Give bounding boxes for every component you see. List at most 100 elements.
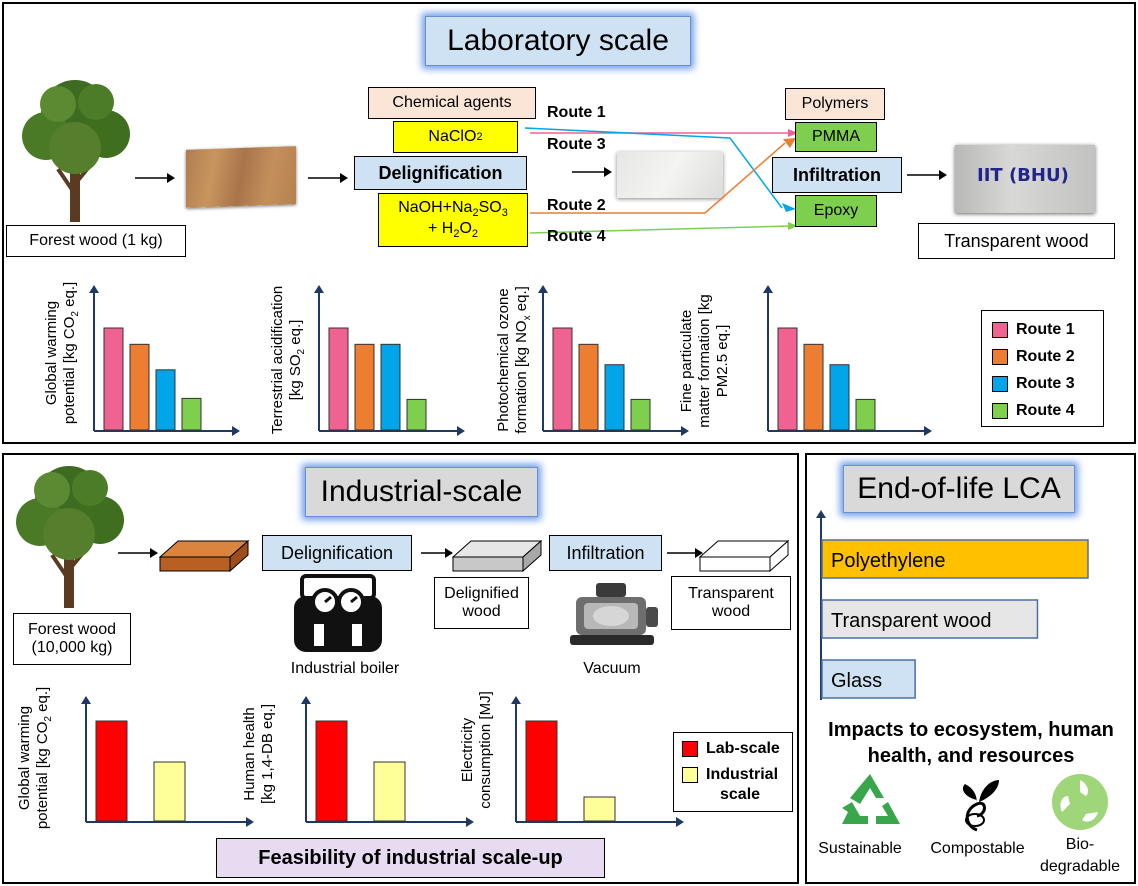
industrial-chart-3-plot	[511, 696, 684, 827]
y-axis-arrow	[301, 696, 311, 704]
y-axis-arrow	[816, 510, 826, 518]
arrow-icon	[118, 548, 158, 558]
arrow-icon	[907, 170, 947, 180]
bar-route-1	[103, 327, 124, 431]
y-axis-arrow	[314, 285, 324, 293]
wood-slab-icon	[158, 539, 250, 573]
delignified-sample-image	[617, 152, 723, 198]
sprout-icon	[962, 780, 999, 832]
legend-label: Lab-scale	[706, 740, 780, 757]
bar-route-4	[406, 398, 427, 431]
legend-swatch	[992, 321, 1008, 338]
bar-route-1	[328, 327, 349, 431]
industrial-transparent-wood-label: Transparent wood	[671, 576, 791, 630]
industrial-chart-3-ylabel: Electricity consumption [MJ]	[459, 691, 494, 809]
lab-chart-1-plot	[89, 285, 240, 436]
bar-polyethylene	[821, 539, 1089, 579]
lab-infiltration-box: Infiltration	[772, 157, 902, 193]
legend-label: Route 1	[1016, 320, 1075, 338]
lab-chart-1-ylabel: Global warming potential [kg CO2 eq.]	[43, 281, 81, 425]
bar-route-3	[604, 364, 625, 431]
y-axis-arrow	[81, 696, 91, 704]
arrow-icon	[667, 548, 703, 558]
legend-item-route-4: Route 4	[992, 397, 1103, 424]
bar-route-2	[803, 343, 824, 431]
bar-route-4	[181, 397, 202, 431]
lab-chart-4-plot	[763, 285, 932, 436]
legend-item-route-1: Route 1	[992, 316, 1103, 343]
polymers-box: Polymers	[785, 88, 885, 120]
bar-route-1	[777, 327, 798, 431]
arrow-icon	[572, 167, 612, 177]
delignified-wood-label: Delignified wood	[434, 577, 529, 629]
industrial-chart-3: Electricity consumption [MJ]	[459, 676, 684, 841]
industrial-chart-2: Human health [kg 1,4-DB eq.]	[241, 676, 474, 841]
bar-route-4	[855, 398, 876, 431]
legend-swatch	[992, 402, 1008, 419]
industrial-chart-1-ylabel: Global warming potential [kg CO2 eq.]	[16, 686, 54, 830]
y-axis-arrow	[511, 696, 521, 704]
x-axis-arrow	[457, 426, 465, 436]
lab-chart-3: Photochemical ozone formation [kg NOx eq…	[495, 270, 697, 436]
bar-industrial-scale	[153, 761, 186, 822]
chemical-agents-box: Chemical agents	[368, 87, 536, 119]
bar-lab-scale	[525, 720, 558, 822]
impacts-text: Impacts to ecosystem, human health, and …	[828, 719, 1114, 767]
compostable-label: Compostable	[930, 840, 1025, 857]
industrial-chart-2-plot	[301, 696, 474, 827]
route4-label: Route 4	[547, 228, 606, 245]
bar-transparent-wood	[821, 599, 1039, 639]
bar-glass	[821, 659, 916, 699]
industrial-boiler-icon	[294, 574, 382, 652]
lab-delignification-box: Delignification	[354, 156, 527, 190]
legend-item-lab-scale: Lab-scale	[682, 739, 792, 765]
bar-label: Polyethylene	[831, 550, 946, 572]
legend-swatch	[682, 741, 698, 757]
recycle-icon	[842, 774, 900, 824]
sample-text: IIT (BHU)	[977, 165, 1069, 186]
legend-label: Route 3	[1016, 374, 1075, 392]
lab-legend: Route 1 Route 2 Route 3 Route 4	[981, 310, 1104, 427]
legend-label: Route 4	[1016, 401, 1075, 419]
lab-chart-4: Fine particulate matter formation [kg PM…	[678, 270, 940, 436]
legend-swatch	[992, 348, 1008, 365]
bar-route-4	[630, 398, 651, 431]
pmma-box: PMMA	[795, 122, 877, 152]
bar-route-3	[155, 369, 176, 431]
lab-chart-3-ylabel: Photochemical ozone formation [kg NOx eq…	[495, 286, 533, 434]
delignified-slab-icon	[451, 539, 543, 573]
route1-label: Route 1	[547, 104, 606, 121]
bar-route-2	[578, 343, 599, 431]
industrial-footer: Feasibility of industrial scale-up	[216, 838, 605, 878]
legend-item-route-2: Route 2	[992, 343, 1103, 370]
lab-scale-title: Laboratory scale	[425, 16, 691, 66]
arrow-icon	[421, 548, 453, 558]
lab-chart-2: Terrestrial acidification [kg SO2 eq.]	[269, 270, 472, 436]
bar-label: Glass	[831, 670, 882, 692]
bar-industrial-scale	[583, 796, 616, 822]
legend-label: Route 2	[1016, 347, 1075, 365]
bar-route-3	[829, 364, 850, 431]
industrial-delignification-box: Delignification	[262, 535, 412, 571]
bio-recycle-icon	[1052, 774, 1108, 830]
industrial-scale-title: Industrial-scale	[305, 467, 538, 517]
x-axis-arrow	[681, 426, 689, 436]
lab-chart-1: Global warming potential [kg CO2 eq.]	[43, 270, 244, 436]
industrial-boiler-label: Industrial boiler	[290, 660, 400, 677]
lab-transparent-wood-label: Transparent wood	[918, 223, 1115, 259]
legend-item-route-3: Route 3	[992, 370, 1103, 397]
industrial-chart-1: Global warming potential [kg CO2 eq.]	[16, 676, 254, 841]
x-axis-arrow	[676, 817, 684, 827]
transparent-slab-icon	[698, 539, 790, 573]
bar-route-2	[354, 343, 375, 431]
lab-chart-2-plot	[314, 285, 465, 436]
industrial-chart-2-ylabel: Human health [kg 1,4-DB eq.]	[241, 703, 276, 805]
vacuum-label: Vacuum	[583, 660, 641, 677]
vacuum-pump-icon	[570, 583, 658, 645]
bar-lab-scale	[315, 720, 348, 822]
bar-route-1	[552, 327, 573, 431]
bar-route-3	[380, 343, 401, 431]
